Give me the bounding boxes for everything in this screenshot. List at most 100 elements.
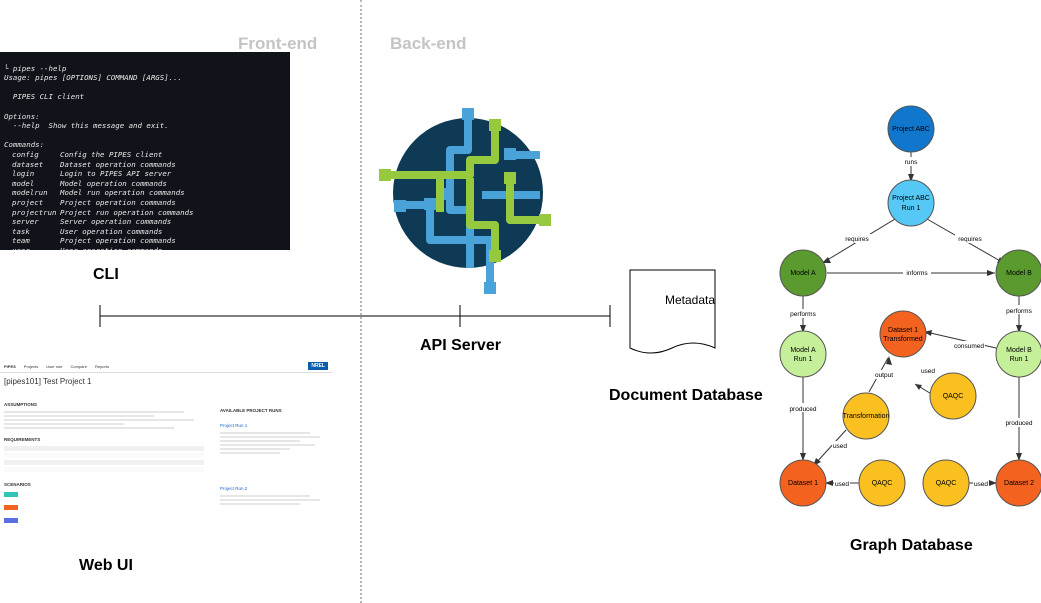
terminal-command-row: modelrun Model run operation commands <box>4 188 286 198</box>
terminal-command-name: server <box>12 217 39 227</box>
edge-label-runs: runs <box>905 159 918 166</box>
backend-label: Back-end <box>390 34 467 53</box>
terminal-option-help: --help Show this message and exit. <box>4 121 169 131</box>
edge-label-requires: requires <box>845 236 869 243</box>
transformation-label: Transformation <box>843 413 890 420</box>
frontend-label: Front-end <box>238 34 318 53</box>
webui-run-link[interactable]: Project Run 2 <box>220 486 248 491</box>
edge-label-performs: performs <box>790 311 816 318</box>
terminal-command-desc: Model run operation commands <box>60 188 185 198</box>
terminal-prompt: └ pipes --help <box>4 63 67 73</box>
model-a-run-label: Model A <box>790 347 816 354</box>
terminal-command-desc: Dataset operation commands <box>60 159 176 169</box>
terminal-command-row: project Project operation commands <box>4 198 286 208</box>
terminal-command-row: userUser operation commands <box>4 246 286 250</box>
terminal-desc: PIPES CLI client <box>4 92 85 102</box>
model-a-run-label: Run 1 <box>794 356 813 363</box>
terminal-command-row: config Config the PIPES client <box>4 150 286 160</box>
qaqc-top-label: QAQC <box>943 393 964 400</box>
terminal-command-row: model Model operation commands <box>4 179 286 189</box>
terminal-command-desc: Server operation commands <box>60 217 172 227</box>
edge-label-produced: produced <box>1005 420 1032 427</box>
api-server-icon <box>379 108 551 294</box>
dataset-2-label: Dataset 2 <box>1004 480 1034 487</box>
project-run-label: Project ABC <box>892 195 930 202</box>
model-b-run-label: Run 1 <box>1010 356 1029 363</box>
terminal-command-desc: Model operation commands <box>60 178 167 188</box>
edge-label-used: used <box>835 481 849 488</box>
terminal-command-row: login Login to PIPES API server <box>4 169 286 179</box>
qaqc-top-node <box>929 372 977 420</box>
webui-requirements: REQUIREMENTS <box>4 437 41 442</box>
terminal-command-name: model <box>12 178 35 188</box>
qaqc-left-label: QAQC <box>872 480 893 487</box>
model-a-run-node <box>779 330 827 378</box>
webui-screenshot: PIPES Projects User role Compare Reports… <box>0 360 332 545</box>
qaqc-right-node <box>922 459 970 507</box>
project-label: Project ABC <box>892 126 930 133</box>
terminal-command-name: task <box>12 226 30 236</box>
webui-nav-item: Reports <box>94 363 109 369</box>
terminal-command-desc: User operation commands <box>60 246 162 250</box>
model-b-run-node <box>995 330 1041 378</box>
terminal-command-desc: Project run operation commands <box>60 207 194 217</box>
dataset-1-label: Dataset 1 <box>788 480 818 487</box>
edge-label-used: used <box>921 368 935 375</box>
edge-label-output: output <box>875 372 893 379</box>
terminal-command-row: server Server operation commands <box>4 217 286 227</box>
terminal-command-desc: Config the PIPES client <box>60 149 163 159</box>
terminal-command-name: config <box>12 149 39 159</box>
terminal-command-name: project <box>12 197 44 207</box>
terminal-command-name: projectrun <box>12 207 57 217</box>
transformation-node <box>842 392 890 440</box>
webui-nav-item: User role <box>46 363 63 369</box>
model-b-run-label: Model B <box>1006 347 1032 354</box>
terminal-usage: Usage: pipes [OPTIONS] COMMAND [ARGS]... <box>4 73 182 83</box>
document-database-icon <box>629 269 716 354</box>
terminal-command-desc: Login to PIPES API server <box>60 169 172 179</box>
terminal-command-name: login <box>12 169 35 179</box>
terminal-command-desc: User operation commands <box>60 226 163 236</box>
terminal-options-header: Options: <box>4 111 40 121</box>
webui-scenarios: SCENARIOS <box>4 482 31 487</box>
webui-title: [pipes101] Test Project 1 <box>4 377 92 386</box>
model-a-node <box>779 249 827 297</box>
webui-nav-item: Compare <box>70 363 87 369</box>
edge-label-performs: performs <box>1006 308 1032 315</box>
webui-run-link[interactable]: Project Run 1 <box>220 423 248 428</box>
model-b-label: Model B <box>1006 270 1032 277</box>
edge-label-used: used <box>974 481 988 488</box>
graph-database-caption: Graph Database <box>850 537 973 554</box>
edge-label-used: used <box>833 443 847 450</box>
cli-caption: CLI <box>93 266 119 283</box>
nrel-logo: NREL <box>308 362 328 370</box>
webui-caption: Web UI <box>79 557 133 574</box>
webui-brand: PIPES <box>4 363 16 369</box>
terminal-command-name: team <box>12 236 30 246</box>
webui-nav-item: Projects <box>23 363 39 369</box>
metadata-label: Metadata <box>665 293 716 307</box>
model-b-node <box>995 249 1041 297</box>
qaqc-left-node <box>858 459 906 507</box>
edge-label-consumed: consumed <box>954 343 984 350</box>
dataset-transformed-label: Transformed <box>883 336 923 343</box>
terminal-command-name: modelrun <box>12 188 48 198</box>
project-run-node <box>887 179 935 227</box>
project-node <box>887 105 935 153</box>
qaqc-right-label: QAQC <box>936 480 957 487</box>
document-database-caption: Document Database <box>609 387 763 404</box>
webui-nav: PIPES Projects User role Compare Reports <box>0 360 332 373</box>
terminal-commands-header: Commands: <box>4 140 45 150</box>
dataset-transformed-node <box>879 310 927 358</box>
model-a-label: Model A <box>790 270 816 277</box>
terminal-command-desc: Project operation commands <box>60 197 176 207</box>
edge-label-requires: requires <box>958 236 982 243</box>
api-server-caption: API Server <box>420 337 501 354</box>
webui-assumptions: ASSUMPTIONS <box>4 402 38 407</box>
terminal-command-name: user <box>4 246 60 250</box>
webui-available-runs: AVAILABLE PROJECT RUNS <box>220 408 282 413</box>
